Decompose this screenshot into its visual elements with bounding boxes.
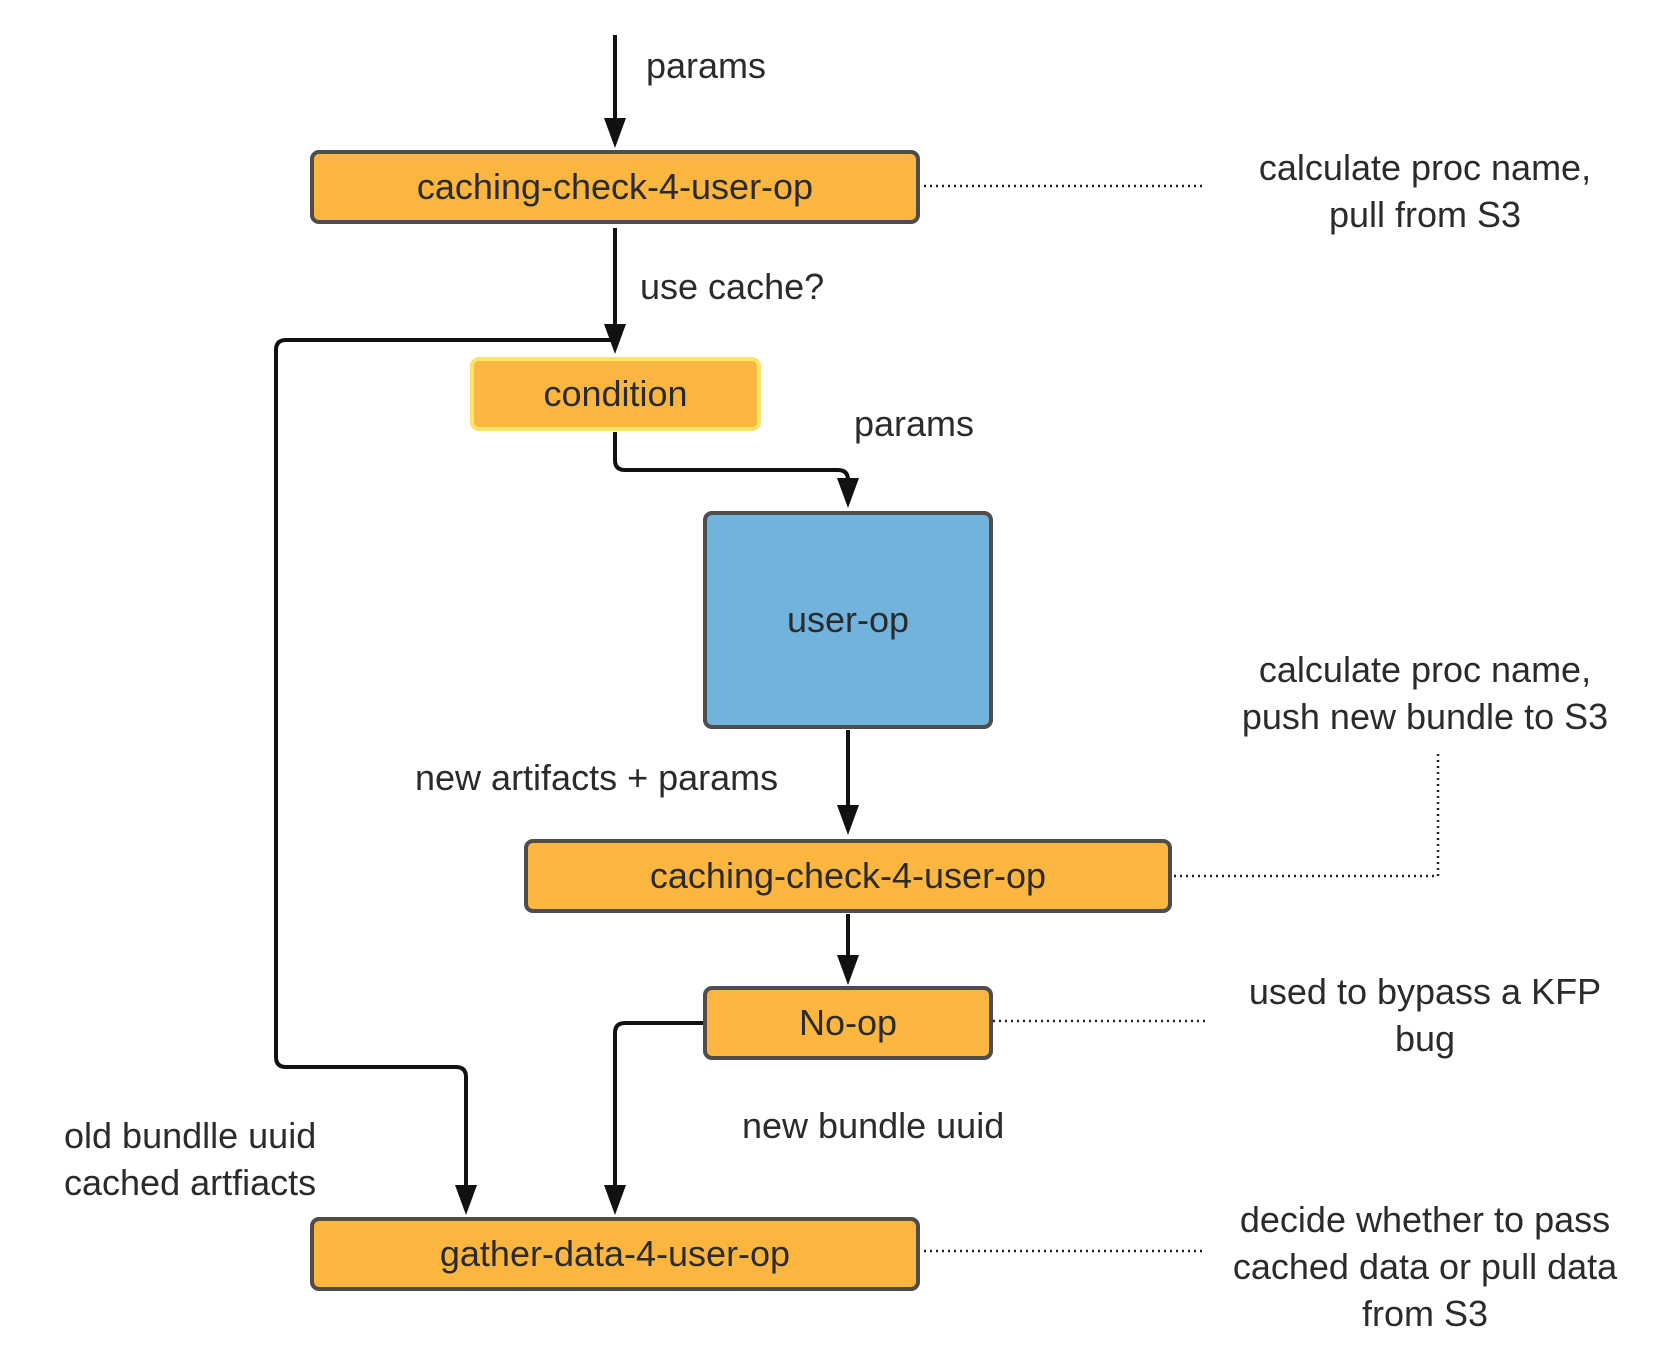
arrowhead xyxy=(837,478,859,508)
arrowhead xyxy=(455,1185,477,1215)
note-line: calculate proc name, xyxy=(1258,649,1592,690)
label-line: old bundlle uuid xyxy=(64,1115,317,1156)
edge-noop-to-gather xyxy=(613,1021,705,1210)
node-label: gather-data-4-user-op xyxy=(439,1233,791,1274)
node-label: user-op xyxy=(786,599,910,640)
label-old-bundle: old bundlle uuid cached artfiacts xyxy=(64,1112,316,1206)
gather-data-node[interactable]: gather-data-4-user-op xyxy=(310,1217,920,1291)
condition-node[interactable]: condition xyxy=(470,357,761,431)
note-line: pull from S3 xyxy=(1328,194,1522,235)
node-label: caching-check-4-user-op xyxy=(649,855,1047,896)
label-new-artifacts: new artifacts + params xyxy=(415,757,779,798)
note-line: used to bypass a KFP xyxy=(1248,971,1602,1012)
node-label: condition xyxy=(543,373,688,414)
note-line: from S3 xyxy=(1361,1293,1489,1334)
note-calc-push: calculate proc name, push new bundle to … xyxy=(1205,646,1645,740)
label-use-cache: use cache? xyxy=(640,266,825,307)
node-label: caching-check-4-user-op xyxy=(416,166,814,207)
note-calc-pull: calculate proc name, pull from S3 xyxy=(1205,144,1645,238)
arrowhead xyxy=(837,955,859,985)
arrowhead xyxy=(837,805,859,835)
arrowhead xyxy=(604,324,626,354)
note-line: bug xyxy=(1394,1018,1456,1059)
label-params-userop: params xyxy=(854,403,975,444)
note-decide: decide whether to pass cached data or pu… xyxy=(1205,1196,1645,1337)
note-link-push xyxy=(1174,752,1440,878)
note-bypass: used to bypass a KFP bug xyxy=(1205,968,1645,1062)
note-line: cached data or pull data xyxy=(1232,1246,1618,1287)
caching-check-bottom-node[interactable]: caching-check-4-user-op xyxy=(524,839,1172,913)
arrowhead xyxy=(604,1185,626,1215)
caching-check-top-node[interactable]: caching-check-4-user-op xyxy=(310,150,920,224)
arrowhead xyxy=(604,118,626,148)
edge-cond-to-userop xyxy=(613,432,850,503)
label-params-in: params xyxy=(646,45,767,86)
note-line: push new bundle to S3 xyxy=(1241,696,1609,737)
note-line: decide whether to pass xyxy=(1239,1199,1611,1240)
label-new-bundle: new bundle uuid xyxy=(742,1105,1005,1146)
edge-cache-bypass xyxy=(274,338,615,1210)
user-op-node[interactable]: user-op xyxy=(703,511,993,729)
note-line: calculate proc name, xyxy=(1258,147,1592,188)
label-line: cached artfiacts xyxy=(64,1162,317,1203)
noop-node[interactable]: No-op xyxy=(703,986,993,1060)
node-label: No-op xyxy=(798,1002,898,1043)
